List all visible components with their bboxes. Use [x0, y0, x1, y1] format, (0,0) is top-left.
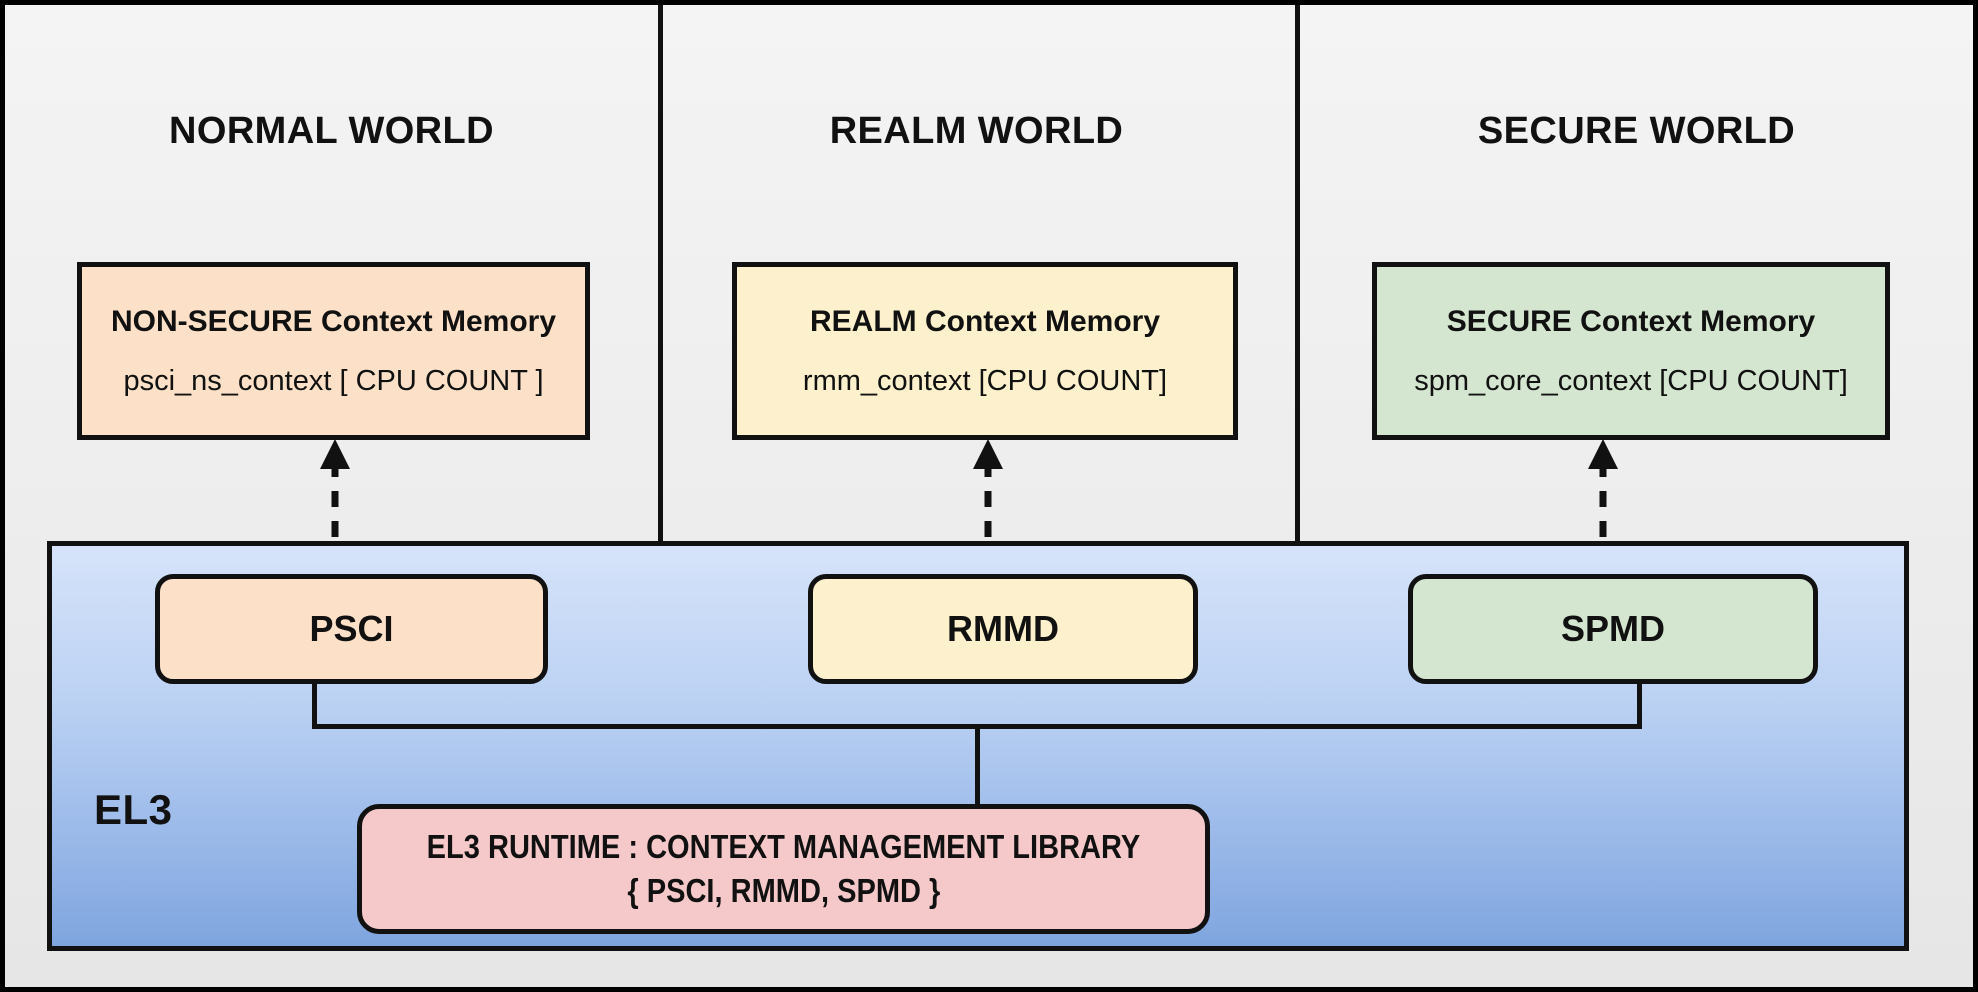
context-memory-box-non-secure: NON-SECURE Context Memory psci_ns_contex…: [77, 262, 590, 440]
world-divider-realm-secure: [1295, 5, 1300, 541]
world-title-secure: SECURE WORLD: [1477, 110, 1796, 152]
context-memory-title-realm: REALM Context Memory: [809, 304, 1161, 338]
context-memory-detail-realm: rmm_context [CPU COUNT]: [802, 364, 1168, 397]
runtime-library-box[interactable]: EL3 RUNTIME : CONTEXT MANAGEMENT LIBRARY…: [357, 804, 1210, 934]
module-label-rmmd: RMMD: [947, 608, 1059, 649]
context-memory-box-secure: SECURE Context Memory spm_core_context […: [1372, 262, 1890, 440]
world-title-realm: REALM WORLD: [829, 110, 1124, 152]
module-box-spmd[interactable]: SPMD: [1408, 574, 1818, 684]
el3-label: EL3: [94, 786, 173, 833]
context-memory-title-secure: SECURE Context Memory: [1446, 304, 1816, 338]
context-memory-box-realm: REALM Context Memory rmm_context [CPU CO…: [732, 262, 1238, 440]
context-memory-detail-secure: spm_core_context [CPU COUNT]: [1414, 364, 1848, 397]
runtime-library-line-1: EL3 RUNTIME : CONTEXT MANAGEMENT LIBRARY: [426, 828, 1141, 865]
world-title-normal: NORMAL WORLD: [169, 110, 494, 152]
connector-bus-to-runtime: [975, 724, 980, 809]
world-divider-normal-realm: [658, 5, 663, 541]
module-label-psci: PSCI: [309, 608, 394, 649]
context-memory-detail-non-secure: psci_ns_context [ CPU COUNT ]: [123, 364, 544, 397]
connector-psci-stub: [312, 684, 317, 729]
module-box-psci[interactable]: PSCI: [155, 574, 548, 684]
runtime-library-line-2: { PSCI, RMMD, SPMD }: [626, 872, 941, 909]
connector-spmd-stub: [1637, 684, 1642, 729]
el3-panel: EL3 PSCI RMMD SPMD EL3 RUNTIME : CONTEXT…: [47, 541, 1909, 951]
context-memory-title-non-secure: NON-SECURE Context Memory: [110, 304, 557, 338]
module-box-rmmd[interactable]: RMMD: [808, 574, 1198, 684]
module-label-spmd: SPMD: [1560, 608, 1665, 649]
